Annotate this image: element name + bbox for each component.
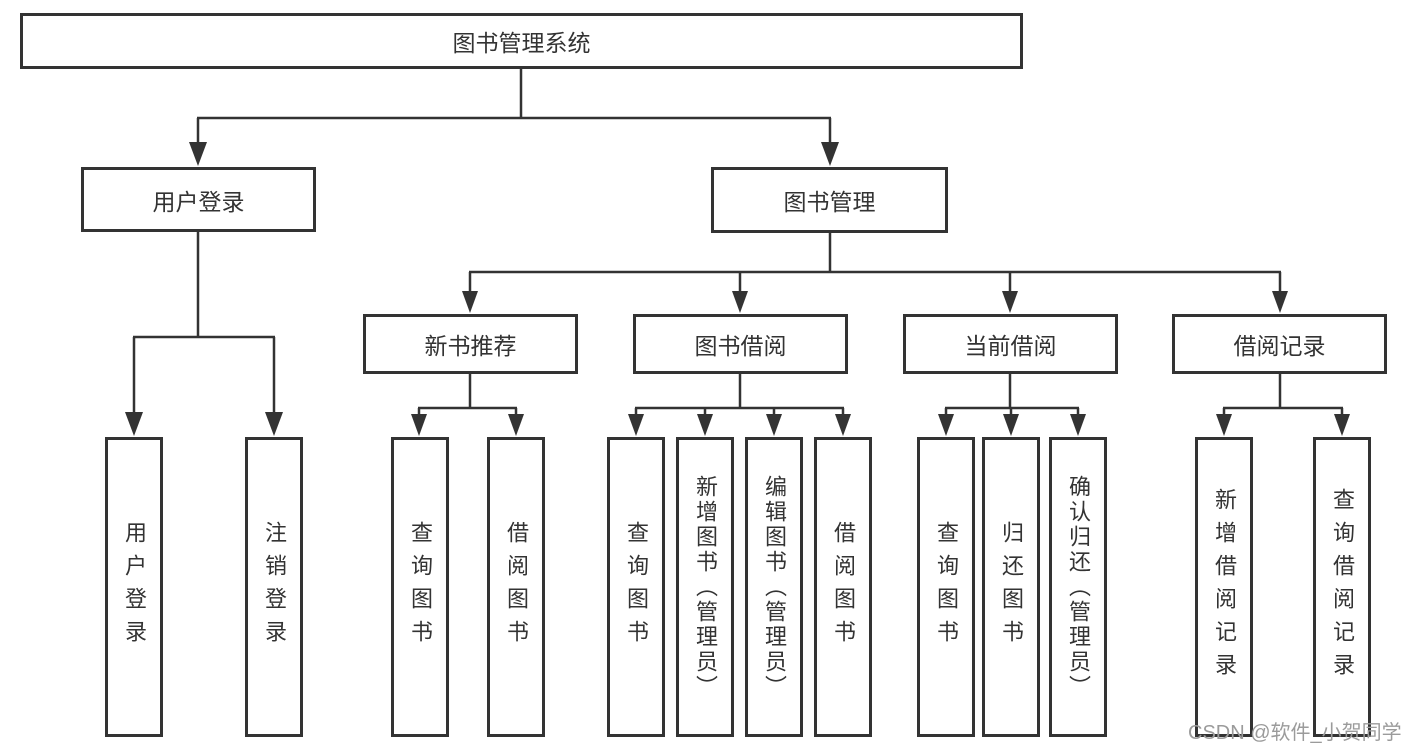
- arrowhead: [189, 142, 207, 166]
- arrowhead: [1272, 291, 1288, 313]
- connector-current-borrowing: [944, 373, 1080, 418]
- arrowhead: [1002, 291, 1018, 313]
- leaf-query-books-3: 查询图书: [917, 437, 975, 737]
- leaf-edit-book-admin: 编辑图书（管理员）: [745, 437, 803, 737]
- leaf-label: 用户登录: [122, 521, 147, 653]
- leaf-logout: 注销登录: [245, 437, 303, 737]
- leaf-label: 注销登录: [262, 521, 287, 653]
- leaf-label: 新增图书（管理员）: [693, 474, 718, 700]
- leaf-query-borrow-record: 查询借阅记录: [1313, 437, 1371, 737]
- arrowhead: [938, 414, 954, 436]
- csdn-watermark: CSDN @软件_小贺同学: [1188, 722, 1402, 744]
- leaf-label: 借阅图书: [831, 521, 856, 653]
- arrowhead: [1070, 414, 1086, 436]
- leaf-query-books-2: 查询图书: [607, 437, 665, 737]
- leaf-label: 查询图书: [624, 521, 649, 653]
- leaf-label: 编辑图书（管理员）: [762, 474, 787, 700]
- connector-book-management: [468, 232, 1282, 295]
- leaf-label: 新增借阅记录: [1212, 488, 1237, 686]
- leaf-label: 查询图书: [408, 521, 433, 653]
- leaf-borrow-books-1: 借阅图书: [487, 437, 545, 737]
- arrowhead: [697, 414, 713, 436]
- leaf-return-books: 归还图书: [982, 437, 1040, 737]
- connector-user-login: [132, 232, 276, 414]
- arrowhead: [411, 414, 427, 436]
- arrowhead: [835, 414, 851, 436]
- connector-new-book: [417, 373, 518, 418]
- node-borrowing-records: 借阅记录: [1172, 314, 1387, 374]
- node-current-borrowing: 当前借阅: [903, 314, 1118, 374]
- node-root: 图书管理系统: [20, 13, 1023, 69]
- arrowhead: [1003, 414, 1019, 436]
- arrowhead: [766, 414, 782, 436]
- node-new-book-recommend: 新书推荐: [363, 314, 578, 374]
- arrowhead: [265, 412, 283, 436]
- leaf-label: 查询图书: [934, 521, 959, 653]
- node-book-management: 图书管理: [711, 167, 948, 233]
- leaf-label: 确认归还（管理员）: [1066, 474, 1091, 700]
- arrowhead: [462, 291, 478, 313]
- leaf-label: 查询借阅记录: [1330, 488, 1355, 686]
- node-book-borrowing: 图书借阅: [633, 314, 848, 374]
- leaf-add-book-admin: 新增图书（管理员）: [676, 437, 734, 737]
- arrowhead: [821, 142, 839, 166]
- arrowhead: [628, 414, 644, 436]
- connector-book-borrowing: [634, 373, 845, 418]
- arrowhead: [1334, 414, 1350, 436]
- node-user-login: 用户登录: [81, 167, 316, 232]
- connector-borrowing-records: [1222, 373, 1344, 418]
- leaf-query-books-1: 查询图书: [391, 437, 449, 737]
- leaf-add-borrow-record: 新增借阅记录: [1195, 437, 1253, 737]
- arrowhead: [508, 414, 524, 436]
- leaf-label: 归还图书: [999, 521, 1024, 653]
- leaf-confirm-return-admin: 确认归还（管理员）: [1049, 437, 1107, 737]
- arrowhead: [1216, 414, 1232, 436]
- leaf-label: 借阅图书: [504, 521, 529, 653]
- arrowhead: [732, 291, 748, 313]
- connector-root: [196, 68, 832, 146]
- leaf-user-login: 用户登录: [105, 437, 163, 737]
- arrowhead: [125, 412, 143, 436]
- leaf-borrow-books-2: 借阅图书: [814, 437, 872, 737]
